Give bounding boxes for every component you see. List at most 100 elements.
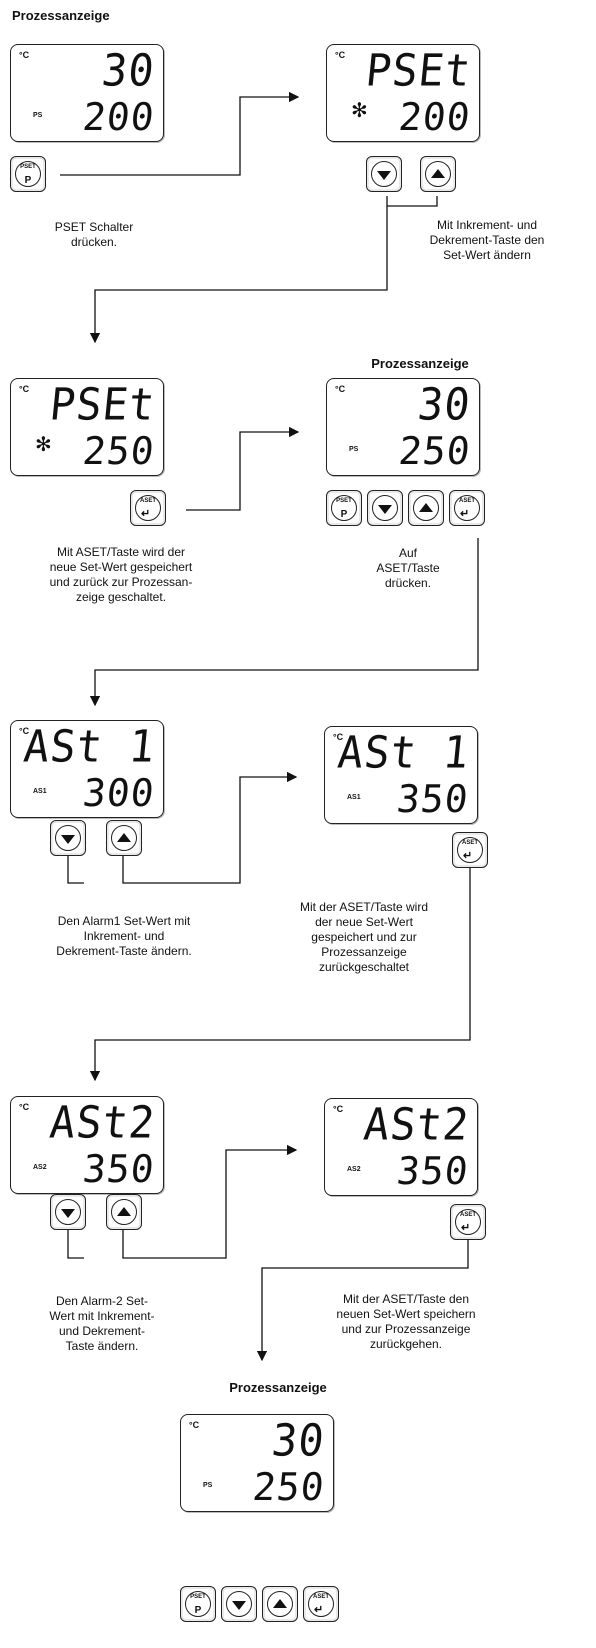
display-top-value: PSEt bbox=[47, 378, 158, 431]
aset-button-face: ASET ↵ bbox=[454, 495, 480, 521]
enter-icon: ↵ bbox=[460, 508, 470, 520]
aset-label: ASET bbox=[461, 840, 478, 846]
display-top-value: ASt 1 bbox=[21, 720, 158, 773]
aset-label: ASET bbox=[139, 498, 156, 504]
pset-letter: P bbox=[340, 509, 348, 520]
connector-alarm2-keys bbox=[67, 1230, 84, 1259]
caption-aset-save-alarm1: Mit der ASET/Taste wird der neue Set-Wer… bbox=[299, 900, 429, 974]
chevron-down-icon bbox=[55, 825, 81, 851]
title-process-display-2: Prozessanzeige bbox=[371, 356, 469, 371]
display-pset-250: °C PSEt ✻ 250 bbox=[10, 378, 164, 476]
display-top-value: PSEt bbox=[363, 44, 474, 97]
pset-button[interactable]: PSET P bbox=[10, 156, 46, 192]
display-top-value: 30 bbox=[99, 44, 158, 97]
chevron-down-icon bbox=[55, 1199, 81, 1225]
increment-button[interactable] bbox=[106, 820, 142, 856]
display-bottom-value: 200 bbox=[397, 95, 474, 139]
decrement-button[interactable] bbox=[50, 1194, 86, 1230]
increment-button[interactable] bbox=[420, 156, 456, 192]
chevron-down-icon bbox=[226, 1591, 252, 1617]
enter-icon: ↵ bbox=[314, 1604, 324, 1616]
blink-asterisk-icon: ✻ bbox=[351, 100, 368, 122]
connector-alarm1-keys bbox=[67, 855, 84, 884]
enter-icon: ↵ bbox=[463, 850, 473, 862]
display-bottom-value: 300 bbox=[81, 771, 158, 815]
display-top-value: ASt 1 bbox=[335, 726, 472, 779]
display-process-initial: °C 30 PS 200 bbox=[10, 44, 164, 142]
chevron-up-icon bbox=[267, 1591, 293, 1617]
display-top-value: ASt2 bbox=[361, 1098, 472, 1151]
enter-icon: ↵ bbox=[141, 508, 151, 520]
display-bottom-value: 250 bbox=[81, 429, 158, 473]
decrement-button[interactable] bbox=[367, 490, 403, 526]
chevron-up-icon bbox=[111, 1199, 137, 1225]
display-bottom-value: 350 bbox=[395, 1149, 472, 1193]
arrow-aset-to-process-display bbox=[186, 426, 300, 511]
display-bottom-value: 250 bbox=[397, 429, 474, 473]
aset-label: ASET bbox=[458, 498, 475, 504]
pset-label: PSET bbox=[190, 1594, 206, 1600]
caption-press-aset: Auf ASET/Taste drücken. bbox=[376, 546, 440, 590]
aset-button-face: ASET ↵ bbox=[457, 837, 483, 863]
chevron-down-icon bbox=[371, 161, 397, 187]
display-indicator: PS bbox=[349, 446, 359, 453]
chevron-down-icon bbox=[372, 495, 398, 521]
pset-label: PSET bbox=[336, 498, 352, 504]
chevron-up-icon bbox=[111, 825, 137, 851]
pset-label: PSET bbox=[20, 164, 36, 170]
aset-button-face: ASET ↵ bbox=[135, 495, 161, 521]
unit-label: °C bbox=[335, 50, 346, 60]
pset-button[interactable]: PSET P bbox=[180, 1586, 216, 1622]
pset-button-face: PSET P bbox=[185, 1591, 211, 1617]
display-alarm2-350: °C ASt2 AS2 350 bbox=[324, 1098, 478, 1196]
display-top-value: 30 bbox=[415, 378, 474, 431]
connector-up-down-keys bbox=[386, 196, 438, 207]
aset-label: ASET bbox=[312, 1594, 329, 1600]
decrement-button[interactable] bbox=[366, 156, 402, 192]
pset-button-face: PSET P bbox=[331, 495, 357, 521]
pset-letter: P bbox=[194, 1605, 202, 1616]
chevron-up-icon bbox=[425, 161, 451, 187]
display-indicator: AS1 bbox=[347, 794, 361, 801]
title-process-display-3: Prozessanzeige bbox=[229, 1380, 327, 1395]
aset-button[interactable]: ASET ↵ bbox=[450, 1204, 486, 1240]
increment-button[interactable] bbox=[106, 1194, 142, 1230]
enter-icon: ↵ bbox=[461, 1222, 471, 1234]
display-indicator: AS1 bbox=[33, 788, 47, 795]
caption-change-setvalue: Mit Inkrement- und Dekrement-Taste den S… bbox=[429, 218, 545, 262]
display-alarm1-350: °C ASt 1 AS1 350 bbox=[324, 726, 478, 824]
decrement-button[interactable] bbox=[50, 820, 86, 856]
display-pset-200: °C PSEt ✻ 200 bbox=[326, 44, 480, 142]
decrement-button[interactable] bbox=[221, 1586, 257, 1622]
display-process-final: °C 30 PS 250 bbox=[180, 1414, 334, 1512]
display-process-250: °C 30 PS 250 bbox=[326, 378, 480, 476]
pset-button[interactable]: PSET P bbox=[326, 490, 362, 526]
unit-label: °C bbox=[19, 50, 30, 60]
increment-button[interactable] bbox=[408, 490, 444, 526]
display-bottom-value: 250 bbox=[251, 1465, 328, 1509]
unit-label: °C bbox=[333, 732, 344, 742]
pset-letter: P bbox=[24, 175, 32, 186]
display-bottom-value: 200 bbox=[81, 95, 158, 139]
display-indicator: PS bbox=[33, 112, 43, 119]
display-top-value: 30 bbox=[269, 1414, 328, 1467]
unit-label: °C bbox=[335, 384, 346, 394]
display-bottom-value: 350 bbox=[395, 777, 472, 821]
display-alarm2-350-edit: °C ASt2 AS2 350 bbox=[10, 1096, 164, 1194]
unit-label: °C bbox=[19, 726, 30, 736]
pset-button-face: PSET P bbox=[15, 161, 41, 187]
display-bottom-value: 350 bbox=[81, 1147, 158, 1191]
unit-label: °C bbox=[333, 1104, 344, 1114]
aset-button[interactable]: ASET ↵ bbox=[130, 490, 166, 526]
caption-aset-save-alarm2: Mit der ASET/Taste den neuen Set-Wert sp… bbox=[336, 1292, 476, 1351]
aset-button[interactable]: ASET ↵ bbox=[452, 832, 488, 868]
aset-button[interactable]: ASET ↵ bbox=[449, 490, 485, 526]
caption-aset-save: Mit ASET/Taste wird der neue Set-Wert ge… bbox=[49, 545, 193, 604]
aset-button[interactable]: ASET ↵ bbox=[303, 1586, 339, 1622]
unit-label: °C bbox=[19, 384, 30, 394]
increment-button[interactable] bbox=[262, 1586, 298, 1622]
chevron-up-icon bbox=[413, 495, 439, 521]
caption-pset-press: PSET Schalter drücken. bbox=[54, 220, 134, 249]
caption-alarm2-change: Den Alarm-2 Set- Wert mit Inkrement- und… bbox=[49, 1294, 155, 1353]
display-alarm1-300: °C ASt 1 AS1 300 bbox=[10, 720, 164, 818]
